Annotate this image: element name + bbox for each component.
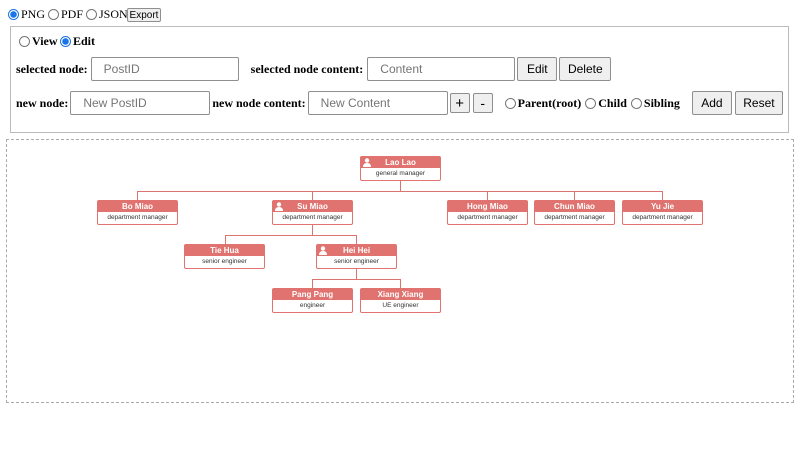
connector-line: [400, 279, 401, 288]
connector-line: [312, 279, 400, 280]
node-name: Hong Miao: [467, 202, 508, 211]
selected-node-label: selected node:: [16, 61, 88, 76]
zoom-in-button[interactable]: +: [449, 93, 470, 113]
node-title: department manager: [632, 214, 693, 221]
node-title: senior engineer: [334, 258, 379, 265]
user-icon: [319, 246, 327, 255]
org-node[interactable]: Pang Pang engineer: [272, 288, 353, 313]
org-chart-canvas[interactable]: [6, 139, 794, 403]
connector-line: [400, 181, 401, 191]
node-name: Chun Miao: [554, 202, 595, 211]
org-node[interactable]: Lao Lao general manager: [360, 156, 441, 181]
new-node-label: new node:: [16, 95, 69, 110]
connector-line: [225, 235, 356, 236]
mode-edit-radio[interactable]: Edit: [60, 34, 95, 49]
user-icon: [363, 158, 371, 167]
node-name: Bo Miao: [121, 202, 154, 211]
radio-circle[interactable]: [8, 9, 19, 20]
radio-circle[interactable]: [504, 97, 516, 109]
reset-button[interactable]: Reset: [734, 91, 783, 115]
export-json-radio[interactable]: JSON: [86, 7, 128, 22]
new-content-input[interactable]: New Content: [307, 91, 448, 115]
connector-line: [356, 269, 357, 279]
node-title: department manager: [457, 214, 518, 221]
connector-line: [312, 191, 313, 200]
mode-view-radio[interactable]: View: [19, 34, 58, 49]
radio-circle[interactable]: [86, 9, 97, 20]
connector-line: [225, 235, 226, 244]
relation-sibling-radio[interactable]: Sibling: [630, 96, 680, 111]
export-button[interactable]: Export: [127, 8, 161, 22]
radio-circle[interactable]: [48, 9, 59, 20]
node-title: department manager: [282, 214, 343, 221]
node-name: Tie Hua: [210, 246, 239, 255]
new-node-input[interactable]: New PostID: [70, 91, 211, 115]
connector-line: [312, 279, 313, 288]
relation-parent-radio[interactable]: Parent(root): [504, 96, 581, 111]
connector-line: [662, 191, 663, 200]
connector-line: [312, 225, 313, 235]
org-node[interactable]: Hong Miao department manager: [447, 200, 528, 225]
radio-circle[interactable]: [19, 36, 30, 47]
radio-circle[interactable]: [585, 97, 597, 109]
export-pdf-radio[interactable]: PDF: [48, 7, 83, 22]
new-content-label: new node content:: [212, 95, 306, 110]
connector-line: [356, 235, 357, 244]
zoom-out-button[interactable]: -: [472, 93, 493, 113]
user-icon: [275, 202, 283, 211]
connector-line: [137, 191, 663, 192]
node-name: Pang Pang: [291, 290, 334, 299]
export-png-radio[interactable]: PNG: [8, 7, 45, 22]
connector-line: [574, 191, 575, 200]
node-title: department manager: [107, 214, 168, 221]
edit-panel: [10, 26, 789, 133]
radio-circle[interactable]: [60, 36, 71, 47]
org-node[interactable]: Bo Miao department manager: [97, 200, 178, 225]
edit-button[interactable]: Edit: [517, 57, 558, 81]
radio-circle[interactable]: [630, 97, 642, 109]
selected-node-row: selected node: PostID selected node cont…: [16, 57, 786, 81]
node-name: Hei Hei: [342, 246, 371, 255]
org-node[interactable]: Yu Jie department manager: [622, 200, 703, 225]
org-node[interactable]: Tie Hua senior engineer: [184, 244, 265, 269]
org-node[interactable]: Chun Miao department manager: [534, 200, 615, 225]
node-title: senior engineer: [202, 258, 247, 265]
selected-content-label: selected node content:: [250, 61, 364, 76]
node-name: Yu Jie: [650, 202, 675, 211]
connector-line: [487, 191, 488, 200]
node-title: UE engineer: [382, 302, 419, 309]
node-title: general manager: [375, 170, 426, 177]
org-node[interactable]: Hei Hei senior engineer: [316, 244, 397, 269]
selected-node-input[interactable]: PostID: [90, 57, 239, 81]
connector-line: [137, 191, 138, 200]
delete-button[interactable]: Delete: [559, 57, 612, 81]
selected-content-input[interactable]: Content: [367, 57, 516, 81]
node-name: Xiang Xiang: [377, 290, 424, 299]
org-node[interactable]: Xiang Xiang UE engineer: [360, 288, 441, 313]
node-name: Lao Lao: [385, 158, 416, 167]
node-name: Su Miao: [297, 202, 328, 211]
new-node-row: new node: New PostID new node content: N…: [16, 91, 786, 115]
org-node[interactable]: Su Miao department manager: [272, 200, 353, 225]
add-button[interactable]: Add: [691, 91, 732, 115]
relation-child-radio[interactable]: Child: [585, 96, 627, 111]
node-title: engineer: [299, 302, 326, 309]
node-title: department manager: [544, 214, 605, 221]
